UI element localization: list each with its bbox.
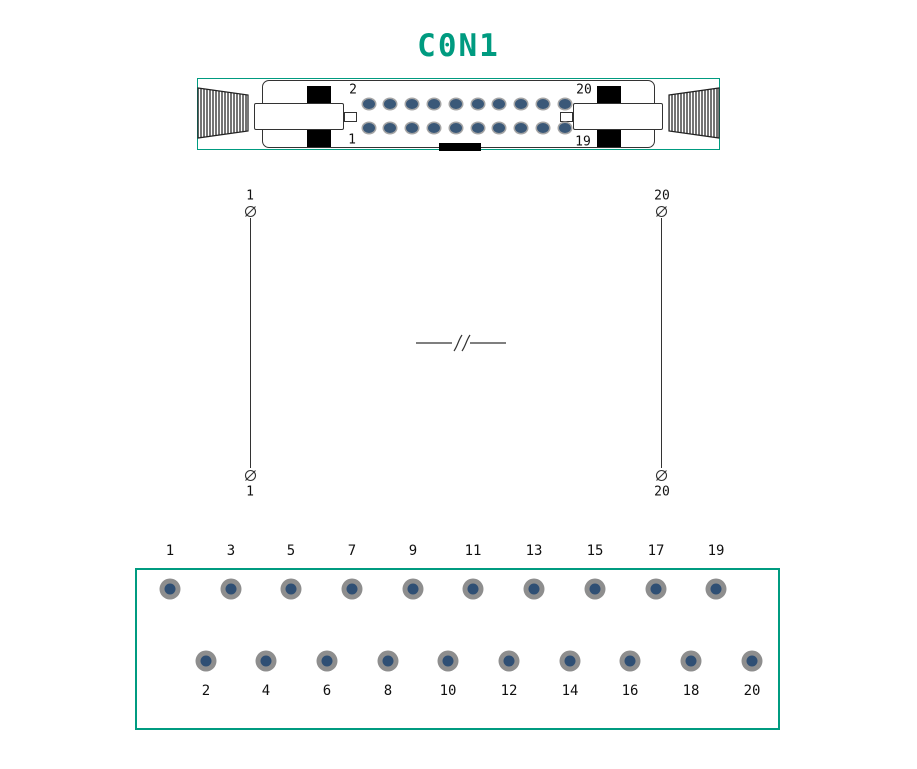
schematic-wire xyxy=(250,218,251,468)
pad-number-label: 3 xyxy=(226,543,236,559)
pad-number-label: 13 xyxy=(525,543,543,559)
pad xyxy=(645,578,667,600)
latch-left-tab xyxy=(344,112,357,122)
pin-dot xyxy=(428,123,440,133)
pad xyxy=(584,578,606,600)
pad xyxy=(705,578,727,600)
pin-dot xyxy=(493,123,505,133)
pin-number-label: 20 xyxy=(576,82,592,98)
pin-dot xyxy=(472,99,484,109)
pad-number-label: 16 xyxy=(621,683,639,699)
pad-number-label: 15 xyxy=(586,543,604,559)
pin-dot xyxy=(537,99,549,109)
pad-number-label: 8 xyxy=(383,683,393,699)
pin-dot xyxy=(537,123,549,133)
key-block-top-right xyxy=(597,86,621,103)
strain-relief-left-icon xyxy=(197,87,249,139)
pad-number-label: 7 xyxy=(347,543,357,559)
pin-dot xyxy=(450,99,462,109)
pad xyxy=(680,650,702,672)
pin-dot xyxy=(450,123,462,133)
pad xyxy=(255,650,277,672)
strain-relief-right-icon xyxy=(668,87,720,139)
key-block-bottom-left xyxy=(307,130,331,147)
pad xyxy=(498,650,520,672)
pin-dot xyxy=(363,99,375,109)
pad xyxy=(402,578,424,600)
latch-right xyxy=(573,103,663,130)
schematic-wire xyxy=(661,218,662,468)
pad-number-label: 9 xyxy=(408,543,418,559)
pad xyxy=(462,578,484,600)
pad-number-label: 20 xyxy=(743,683,761,699)
pin-dot xyxy=(515,123,527,133)
latch-right-tab xyxy=(560,112,573,122)
pad xyxy=(280,578,302,600)
pad-number-label: 17 xyxy=(647,543,665,559)
schematic-pin-label: 20 xyxy=(654,188,670,204)
pad-number-label: 12 xyxy=(500,683,518,699)
pad-number-label: 6 xyxy=(322,683,332,699)
pad xyxy=(437,650,459,672)
pin-terminal-icon xyxy=(655,205,668,218)
pad xyxy=(159,578,181,600)
pad-number-label: 10 xyxy=(439,683,457,699)
pin-dot xyxy=(406,99,418,109)
page-title: C0N1 xyxy=(417,28,500,64)
pin-dot xyxy=(406,123,418,133)
pad xyxy=(523,578,545,600)
pad-number-label: 11 xyxy=(464,543,482,559)
pin-dot xyxy=(472,123,484,133)
pin-dot xyxy=(493,99,505,109)
pad xyxy=(619,650,641,672)
pin-dot xyxy=(428,99,440,109)
pad xyxy=(741,650,763,672)
polarization-key xyxy=(439,143,481,151)
pin-dot xyxy=(515,99,527,109)
pad-number-label: 14 xyxy=(561,683,579,699)
pad-number-label: 5 xyxy=(286,543,296,559)
pin-terminal-icon xyxy=(244,469,257,482)
schematic-pin-label: 1 xyxy=(246,188,254,204)
pin-dot xyxy=(559,99,571,109)
pin-terminal-icon xyxy=(655,469,668,482)
pin-number-label: 19 xyxy=(575,134,591,150)
pad-number-label: 19 xyxy=(707,543,725,559)
pad xyxy=(377,650,399,672)
pin-number-label: 2 xyxy=(349,82,357,98)
pin-dot xyxy=(384,123,396,133)
pad-number-label: 4 xyxy=(261,683,271,699)
break-mark-icon xyxy=(416,334,506,352)
pad xyxy=(220,578,242,600)
schematic-pin-label: 1 xyxy=(246,484,254,500)
pad-number-label: 1 xyxy=(165,543,175,559)
footprint-outline xyxy=(135,568,780,730)
latch-left xyxy=(254,103,344,130)
pad xyxy=(559,650,581,672)
pad xyxy=(195,650,217,672)
pin-dot xyxy=(384,99,396,109)
pad xyxy=(341,578,363,600)
pin-number-label: 1 xyxy=(348,132,356,148)
pin-dot xyxy=(559,123,571,133)
schematic-pin-label: 20 xyxy=(654,484,670,500)
pin-terminal-icon xyxy=(244,205,257,218)
pin-dot xyxy=(363,123,375,133)
key-block-bottom-right xyxy=(597,130,621,147)
pad-number-label: 18 xyxy=(682,683,700,699)
pad-number-label: 2 xyxy=(201,683,211,699)
pad xyxy=(316,650,338,672)
key-block-top-left xyxy=(307,86,331,103)
